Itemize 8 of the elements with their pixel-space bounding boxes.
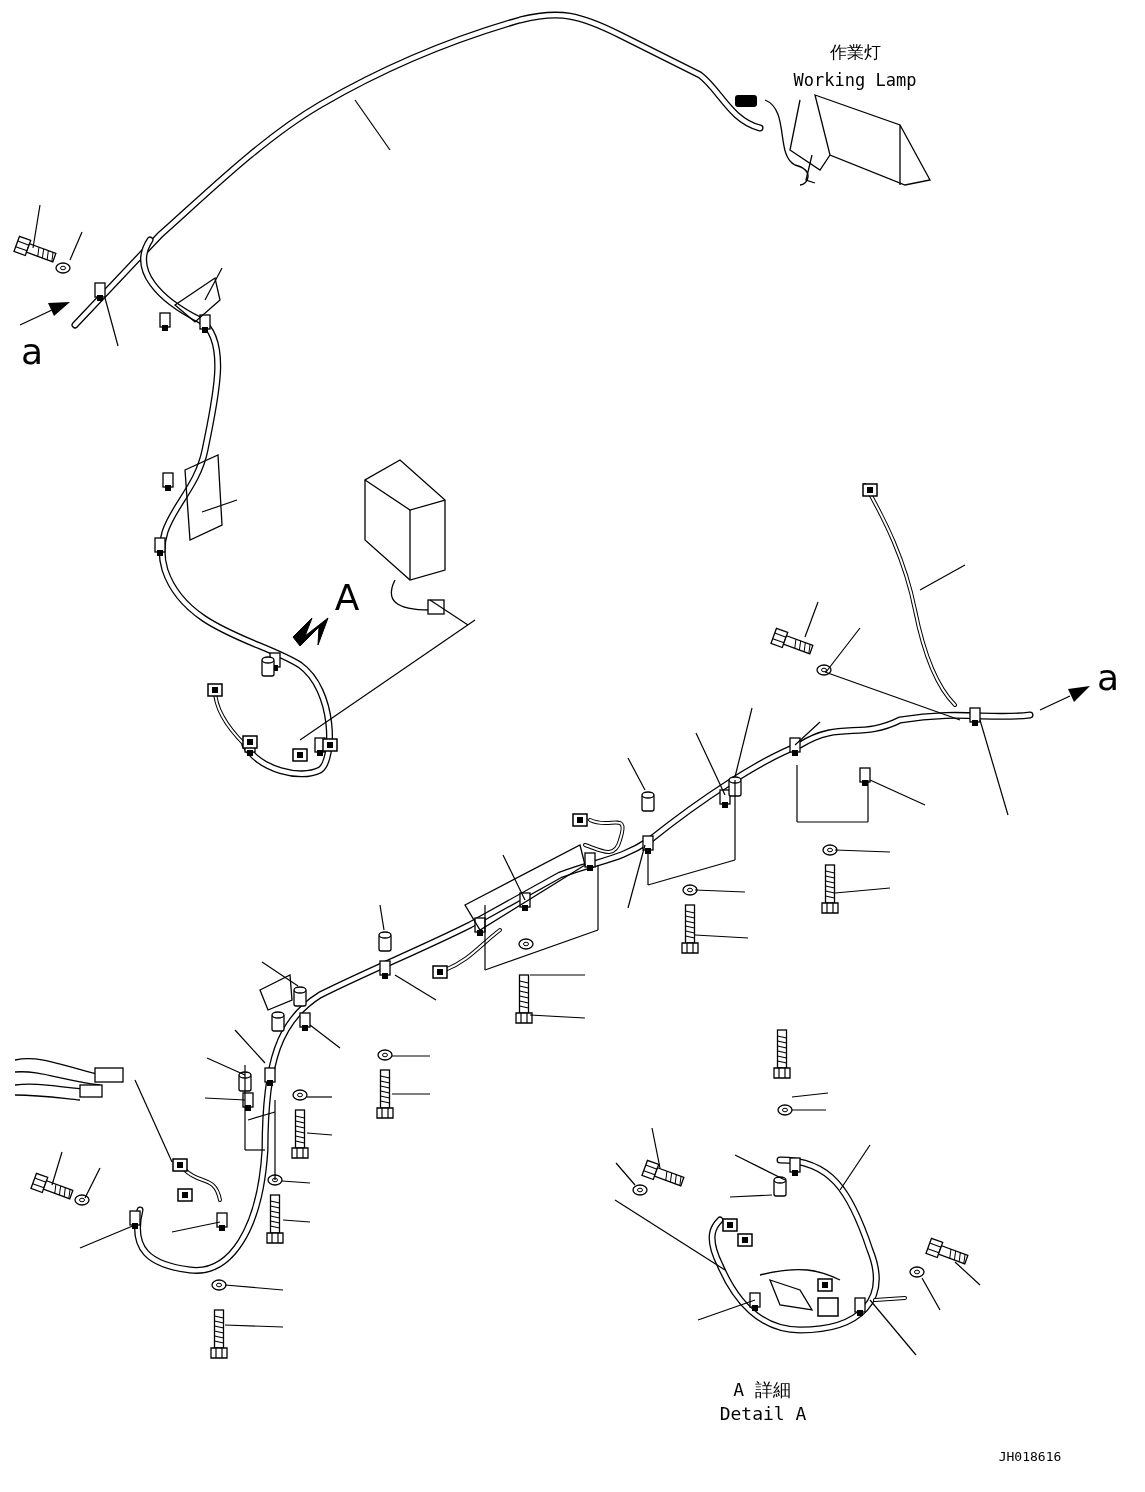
view-letter: a [20,334,44,370]
caption-text: A 詳細 [733,1381,791,1399]
drawing-number: JH018616 [998,1449,1062,1463]
view-letter: a [1096,660,1120,696]
caption-text: 作業灯 [829,43,881,61]
caption-text: Working Lamp [793,71,917,89]
caption-text: Detail A [719,1405,807,1423]
view-letter: A [334,580,360,616]
